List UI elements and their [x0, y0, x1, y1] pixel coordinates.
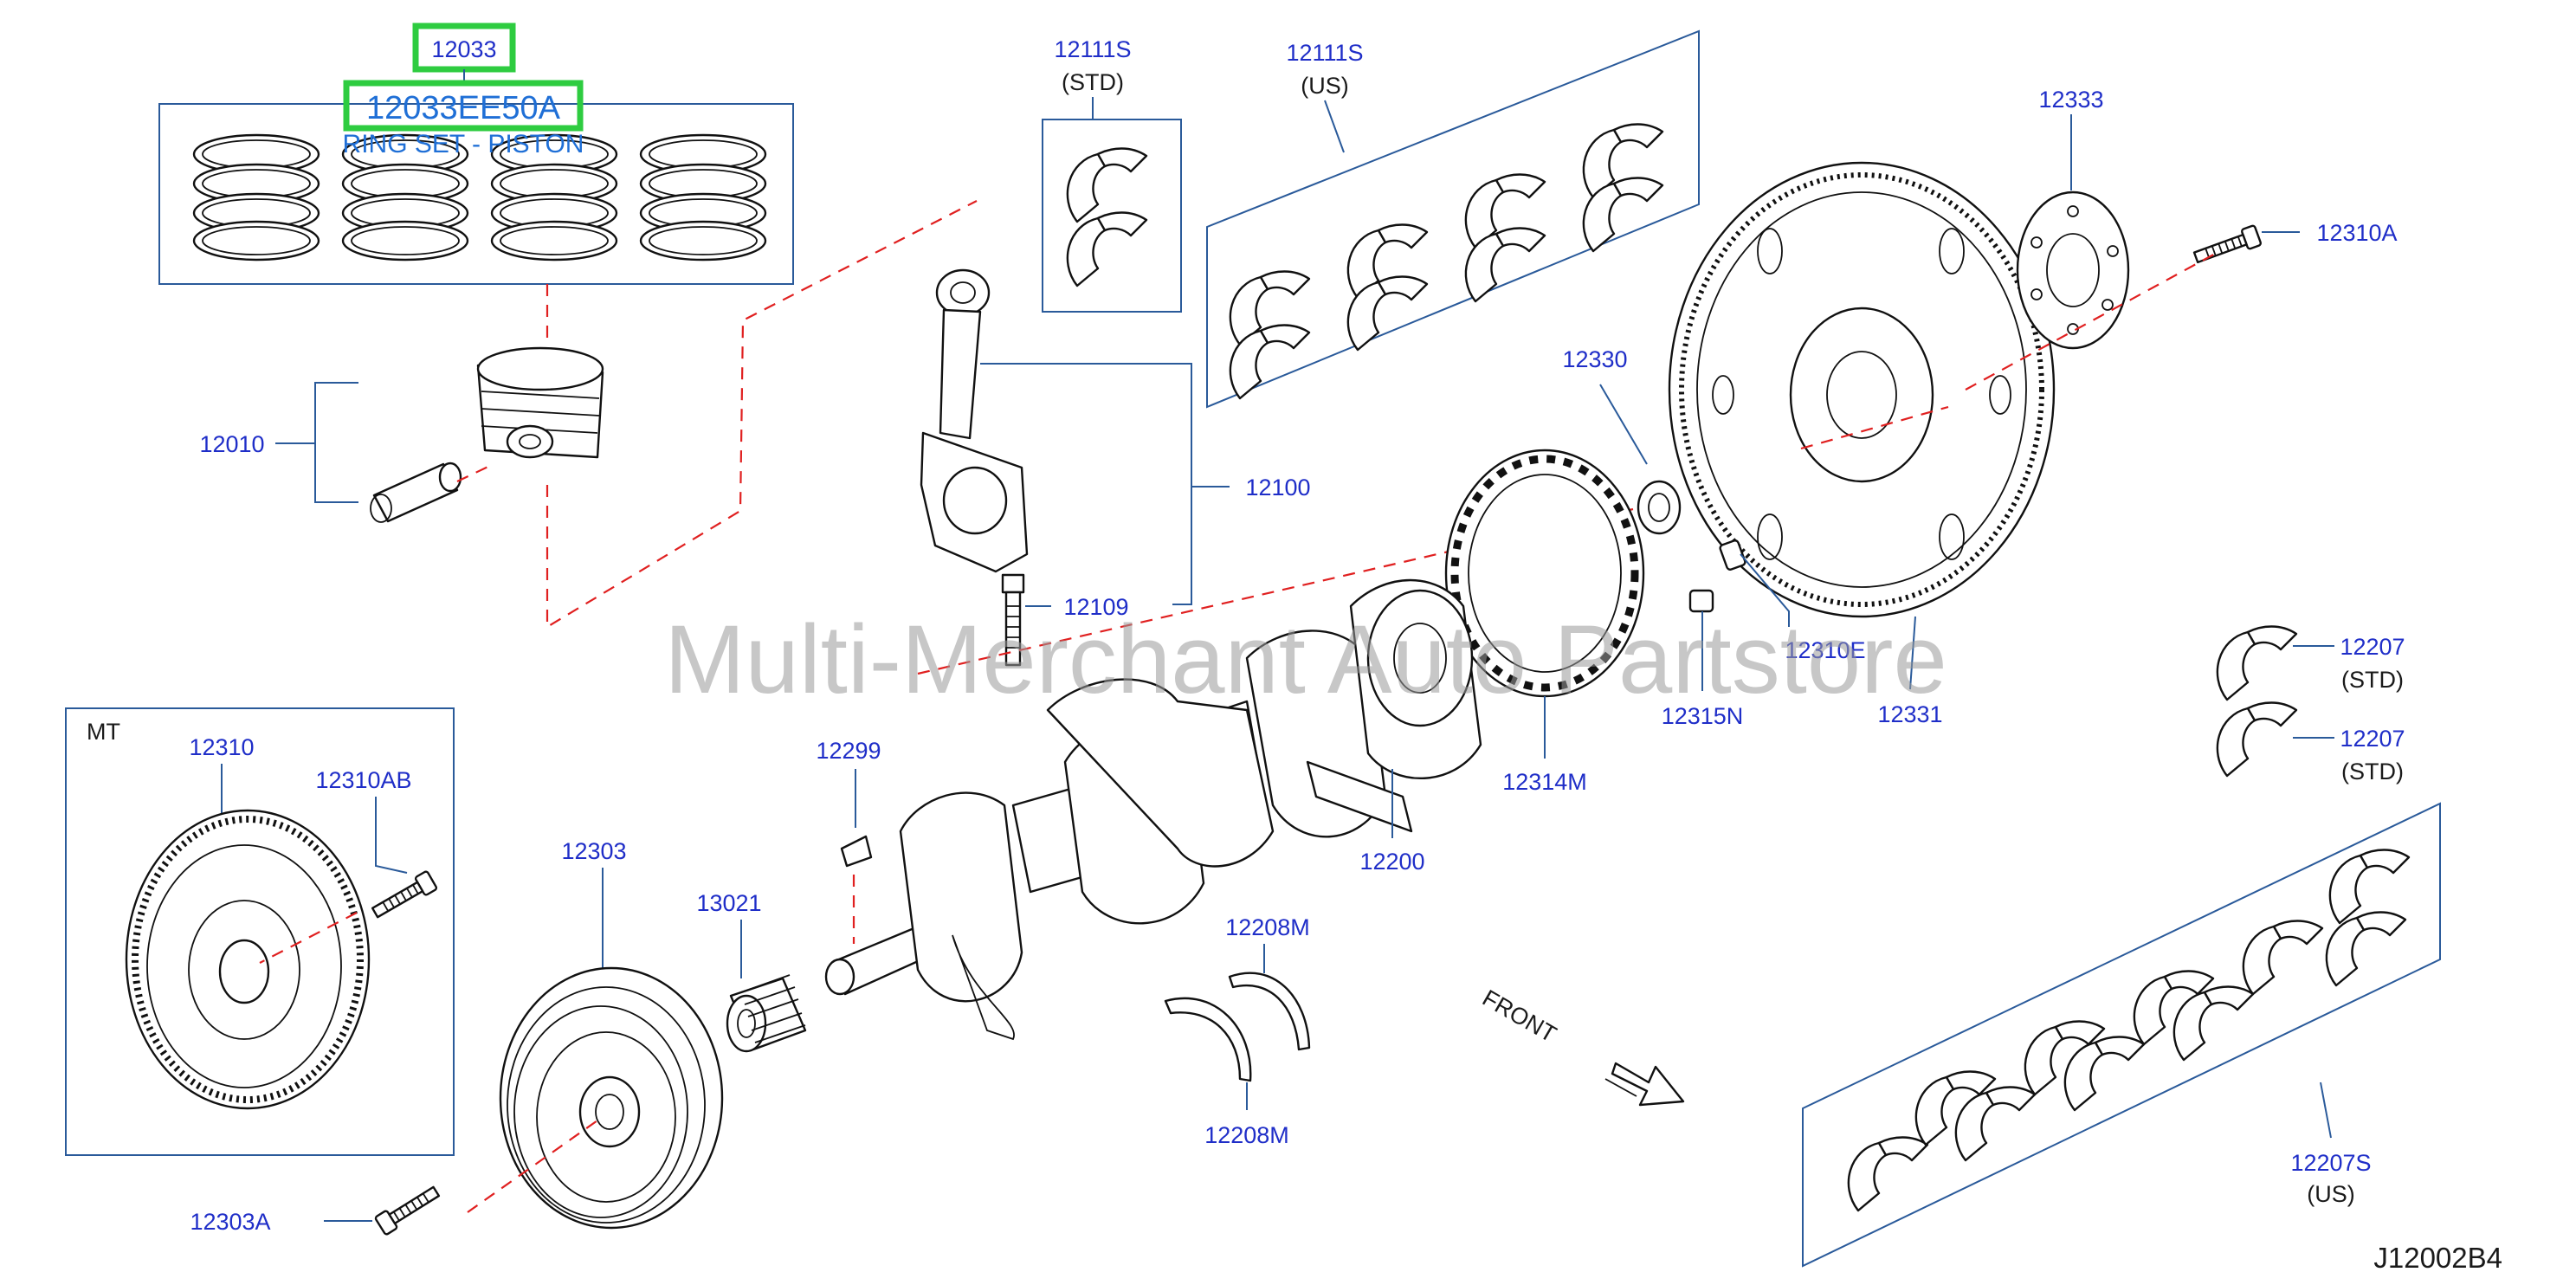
label-std-b: (STD): [2341, 667, 2404, 693]
dowel-pin-icon[interactable]: [1688, 539, 1746, 613]
label-12310a[interactable]: 12310A: [2316, 220, 2397, 246]
label-12299[interactable]: 12299: [816, 738, 881, 764]
label-12200[interactable]: 12200: [1359, 849, 1424, 875]
sprocket-icon[interactable]: [726, 974, 807, 1053]
bearing-shell-icon[interactable]: [1066, 147, 1148, 287]
label-mt: MT: [87, 719, 120, 745]
flexplate-icon[interactable]: [1668, 161, 2056, 618]
label-12303[interactable]: 12303: [561, 838, 626, 864]
mt-flywheel-group: MT 12310 12310AB: [65, 707, 455, 1156]
pulley-icon[interactable]: [499, 966, 724, 1230]
label-13021[interactable]: 13021: [696, 890, 761, 916]
dowel-pin-group: 12310E 12315N: [1662, 539, 1866, 729]
flexplate-group: 12331: [1668, 161, 2056, 727]
piston-pin-icon[interactable]: [370, 462, 462, 523]
front-indicator: FRONT: [1478, 985, 1685, 1107]
label-12111s-us[interactable]: 12111S: [1286, 40, 1363, 66]
drive-plate-icon[interactable]: [2016, 190, 2130, 350]
label-std-a: (STD): [1062, 69, 1124, 95]
thrust-washer-group: 12208M 12208M: [1164, 914, 1311, 1148]
crankshaft-group: 12200: [824, 578, 1482, 1041]
label-front: FRONT: [1478, 985, 1561, 1047]
sprocket-group: 13021: [696, 890, 807, 1053]
watermark-text: Multi-Merchant Auto Partstore: [664, 605, 1947, 714]
label-12033[interactable]: 12033: [431, 36, 496, 62]
label-12207s[interactable]: 12207S: [2290, 1150, 2371, 1176]
label-12315n[interactable]: 12315N: [1662, 703, 1744, 729]
label-12310ab[interactable]: 12310AB: [315, 767, 411, 793]
label-12100[interactable]: 12100: [1245, 475, 1310, 500]
ring-set-frame: [158, 103, 794, 285]
bolt-icon[interactable]: [368, 869, 439, 923]
label-12208m-bot[interactable]: 12208M: [1204, 1122, 1289, 1148]
label-us-b: (US): [2307, 1181, 2355, 1207]
label-12333[interactable]: 12333: [2038, 87, 2103, 113]
label-ring-set-piston: RING SET - PISTON: [343, 130, 584, 158]
label-12207-1[interactable]: 12207: [2340, 634, 2405, 660]
label-12109[interactable]: 12109: [1063, 594, 1128, 620]
bolt-icon[interactable]: [373, 1181, 443, 1237]
pilot-bushing-icon[interactable]: [1637, 480, 1682, 535]
sensor-ring-group: 12314M: [1444, 449, 1645, 795]
bearing-shell-icon[interactable]: [2216, 625, 2298, 778]
label-12207-2[interactable]: 12207: [2340, 726, 2405, 752]
connecting-rod-icon[interactable]: [920, 268, 1029, 573]
label-12033ee50a[interactable]: 12033EE50A: [366, 90, 561, 126]
reinforcement-plate-group: 12333: [2016, 87, 2130, 350]
pilot-bushing-group: 12330: [1562, 346, 1682, 535]
pulley-bolt-group: 12303A: [190, 1181, 443, 1237]
crank-key-group: 12299: [816, 738, 881, 944]
crank-key-icon[interactable]: [840, 835, 873, 868]
piston-group: 12010: [199, 346, 604, 523]
label-us-a: (US): [1301, 73, 1349, 99]
conrod-group: 12100 12109: [920, 268, 1311, 667]
thrust-washer-icon[interactable]: [1164, 972, 1311, 1082]
label-12303a[interactable]: 12303A: [190, 1209, 270, 1235]
flywheel-icon[interactable]: [125, 809, 371, 1110]
label-std-c: (STD): [2341, 759, 2404, 785]
crank-pulley-group: 12303: [467, 838, 724, 1230]
bolt-icon[interactable]: [2191, 223, 2263, 268]
crankshaft-icon[interactable]: [824, 578, 1482, 1041]
main-bearing-us-group: 12207S (US): [1802, 802, 2441, 1268]
label-12310[interactable]: 12310: [189, 734, 254, 760]
ring-set-group: 12033 12033EE50A RING SET - PISTON: [158, 23, 794, 285]
label-12331[interactable]: 12331: [1877, 701, 1942, 727]
main-bearing-std-group: 12207 (STD) 12207 (STD): [2216, 625, 2405, 785]
conrod-bearing-std-group: 12111S (STD): [1042, 36, 1182, 313]
label-12111s-std[interactable]: 12111S: [1054, 36, 1131, 62]
label-12330[interactable]: 12330: [1562, 346, 1627, 372]
label-12310e[interactable]: 12310E: [1785, 637, 1865, 663]
label-12314m[interactable]: 12314M: [1502, 769, 1587, 795]
flexplate-bolt-group: 12310A: [2191, 220, 2398, 268]
label-12010[interactable]: 12010: [199, 431, 264, 457]
conrod-bearing-us-group: 12111S (US): [1206, 29, 1700, 409]
front-arrow-icon: [1604, 1062, 1685, 1107]
piston-icon[interactable]: [476, 346, 604, 459]
diagram-code: J12002B4: [2373, 1242, 2502, 1274]
conrod-bolt-icon[interactable]: [1001, 573, 1025, 667]
label-12208m-top[interactable]: 12208M: [1225, 914, 1310, 940]
highlight-full-part-box: [343, 80, 584, 132]
